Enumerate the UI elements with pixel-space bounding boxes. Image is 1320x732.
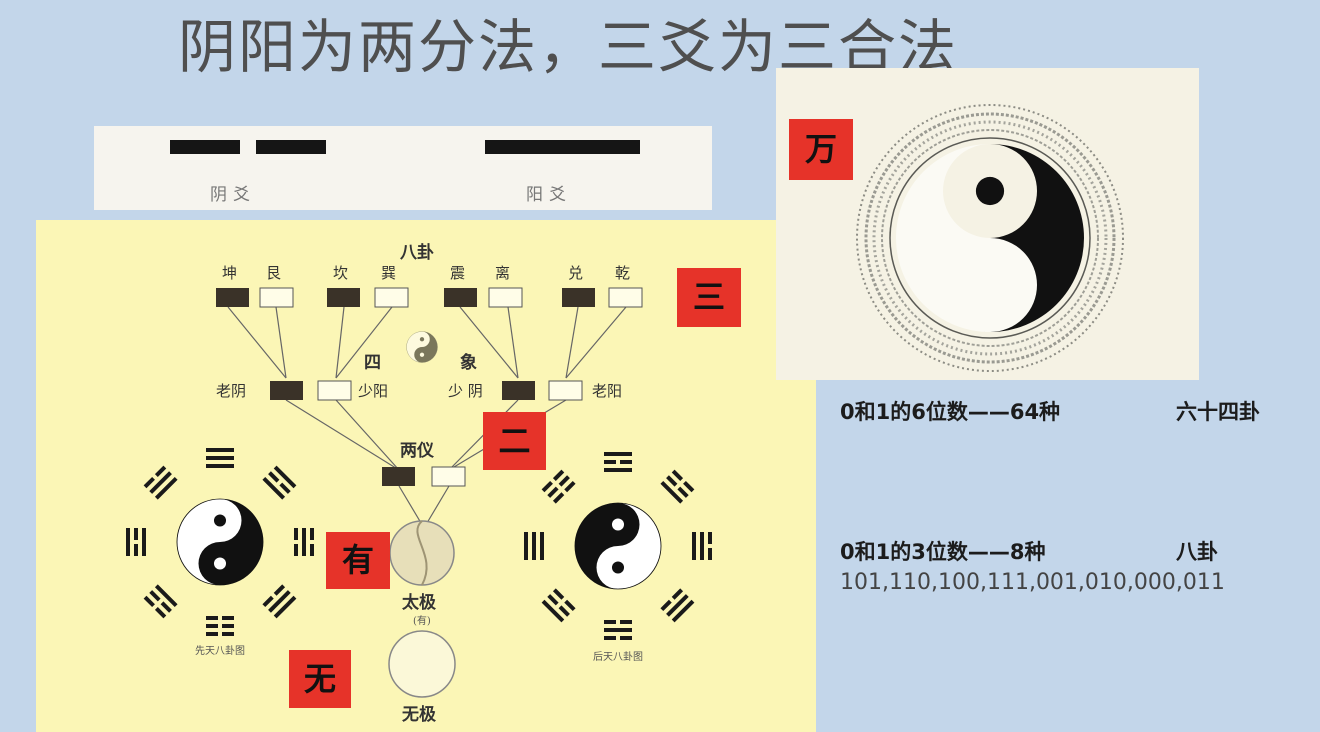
wuji-circle xyxy=(388,630,456,698)
badge-you: 有 xyxy=(326,532,390,589)
trigram-label-zhen: 震 xyxy=(450,264,466,282)
sixiang-label-xiang: 象 xyxy=(460,353,477,373)
bagua-boxes xyxy=(216,287,643,308)
badge-wu: 无 xyxy=(289,650,351,708)
derivation-diagram-panel: 八卦 坤 艮 坎 巽 震 离 兑 乾 四 象 老阴 少阳 少 阴 老阳 两仪 太… xyxy=(36,220,816,732)
shaoyin-label: 少 阴 xyxy=(448,382,483,400)
three-bits-text: 0和1的3位数——8种 xyxy=(840,540,1046,564)
large-taiji-icon xyxy=(896,144,1084,332)
trigram-label-kan: 坎 xyxy=(333,264,349,282)
yang-yao-label: 阳爻 xyxy=(526,185,572,205)
badge-wan: 万 xyxy=(789,119,853,180)
houtian-caption: 后天八卦图 xyxy=(593,652,643,663)
sixiang-label-si: 四 xyxy=(364,353,381,373)
binary-list: 101,110,100,111,001,010,000,011 xyxy=(840,570,1225,595)
bagua-title: 八卦 xyxy=(400,243,434,263)
shaoyang-label: 少阳 xyxy=(358,382,389,400)
sixiang-taiji-icon xyxy=(406,331,438,363)
derivation-diagram-svg xyxy=(126,287,712,698)
yin-yao-label: 阴爻 xyxy=(210,185,256,205)
liangyi-boxes xyxy=(382,466,466,487)
yin-yao-left-bar xyxy=(170,140,240,154)
xiantian-caption: 先天八卦图 xyxy=(195,646,245,657)
trigram-label-gen: 艮 xyxy=(266,264,282,282)
taiji-circle xyxy=(389,520,455,586)
six-bits-name: 六十四卦 xyxy=(1176,400,1260,424)
sixiang-boxes xyxy=(270,380,583,401)
trigram-label-dui: 兑 xyxy=(568,264,584,282)
trigram-label-qian: 乾 xyxy=(615,264,631,282)
laoyin-label-left: 老阴 xyxy=(216,382,247,400)
three-bits-name: 八卦 xyxy=(1176,540,1218,564)
taiji-64-svg xyxy=(856,104,1124,372)
liangyi-label: 两仪 xyxy=(400,441,434,461)
badge-san: 三 xyxy=(677,268,741,327)
badge-er: 二 xyxy=(483,412,546,470)
trigram-label-li: 离 xyxy=(495,264,511,282)
laoyang-label: 老阳 xyxy=(592,382,623,400)
wuji-label: 无极 xyxy=(402,705,436,725)
taiji-sub-label: (有) xyxy=(413,616,431,627)
yin-yao-right-bar xyxy=(256,140,326,154)
yao-panel: 阴爻 阳爻 xyxy=(94,126,712,210)
houtian-bagua-diagram xyxy=(524,452,712,640)
six-bits-text: 0和1的6位数——64种 xyxy=(840,400,1061,424)
taiji-label: 太极 xyxy=(402,593,436,613)
yang-yao-bar xyxy=(485,140,640,154)
trigram-label-kun: 坤 xyxy=(222,264,238,282)
trigram-label-xun: 巽 xyxy=(381,264,397,282)
taiji-64-panel: 万 xyxy=(776,68,1199,380)
xiantian-bagua-diagram xyxy=(126,448,314,636)
